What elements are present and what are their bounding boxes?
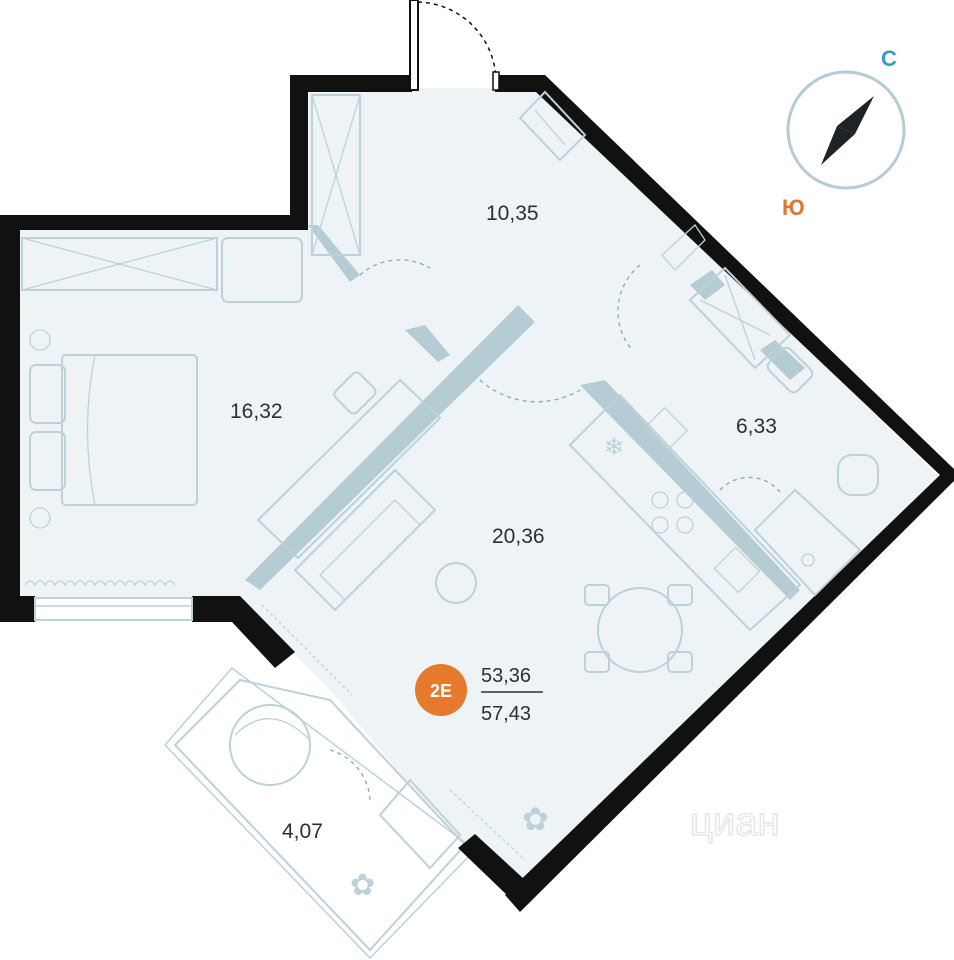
plant-icon: ✿ <box>522 800 549 838</box>
apartment-type-badge <box>415 664 467 716</box>
compass-south: Ю <box>782 195 805 220</box>
compass: С Ю <box>782 46 906 220</box>
living-area: 53,36 <box>481 665 531 687</box>
exterior-walls <box>0 75 954 912</box>
bedroom-armchair <box>221 237 303 303</box>
balcony-rail <box>163 666 477 960</box>
room-area-hall: 10,35 <box>486 202 539 225</box>
compass-north: С <box>881 46 897 71</box>
room-area-bedroom: 16,32 <box>230 400 283 423</box>
kitchen-counter: ❄ <box>568 393 802 632</box>
compass-needle-south-icon <box>821 126 855 165</box>
room-area-balcony: 4,07 <box>282 820 323 843</box>
bedroom-radiator <box>24 580 176 587</box>
watermark: циан <box>690 800 780 844</box>
bedroom-window <box>34 597 193 621</box>
compass-ring <box>786 70 906 190</box>
svg-text:❄: ❄ <box>604 433 624 461</box>
balcony-floor <box>173 678 467 952</box>
balcony-furniture: ✿ <box>229 704 462 903</box>
living-radiator-2 <box>449 789 526 861</box>
apartment-badge: 2E 53,36 57,43 <box>415 664 543 725</box>
room-area-living-kitchen: 20,36 <box>492 525 545 548</box>
partitions <box>245 225 805 600</box>
hall-cabinet <box>518 90 792 370</box>
svg-text:✿: ✿ <box>350 868 375 903</box>
bedroom-wardrobe <box>21 237 218 291</box>
door-swings <box>329 259 781 801</box>
sofa <box>293 468 437 612</box>
hall-wardrobe <box>311 94 361 256</box>
bedroom-desk <box>256 378 442 560</box>
bed <box>29 329 198 529</box>
entrance-door <box>409 0 500 91</box>
desk-chair <box>333 371 377 415</box>
total-area: 57,43 <box>481 703 531 725</box>
coffee-table <box>435 562 477 604</box>
compass-needle-north-icon <box>837 96 874 134</box>
bathroom-fixtures <box>661 224 879 597</box>
apartment-type-label: 2E <box>430 681 452 701</box>
room-area-bathroom: 6,33 <box>736 415 777 438</box>
dining-table <box>584 584 693 673</box>
